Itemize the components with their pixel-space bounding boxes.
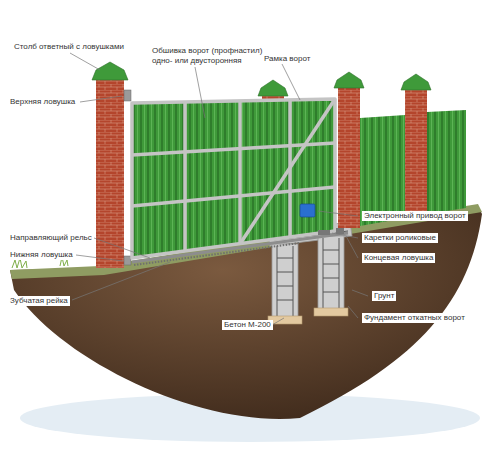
part-label: Верхняя ловушка	[8, 97, 77, 107]
sliding-gate	[132, 99, 348, 265]
part-label: Электронный привод ворот	[362, 211, 468, 221]
part-label: Бетон М-200	[222, 320, 273, 330]
part-label: Направляющий рельс	[8, 233, 94, 243]
fence-panel	[360, 115, 405, 226]
gate-motor	[300, 204, 315, 217]
part-label: Зубчатая рейка	[8, 296, 70, 306]
part-label: Фундамент откатных ворот	[362, 313, 467, 323]
part-label: Нижняя ловушка	[8, 250, 75, 260]
fence-panel	[427, 110, 466, 214]
part-label: Концевая ловушка	[362, 253, 435, 263]
part-label: Рамка ворот	[262, 54, 312, 64]
part-label: Грунт	[372, 291, 396, 301]
part-label: Каретки роликовые	[362, 233, 438, 243]
leader-lines	[70, 53, 368, 325]
part-label: Столб ответный с ловушками	[12, 42, 126, 52]
part-label: Обшивка ворот (профнастил) одно- или дву…	[150, 46, 266, 66]
